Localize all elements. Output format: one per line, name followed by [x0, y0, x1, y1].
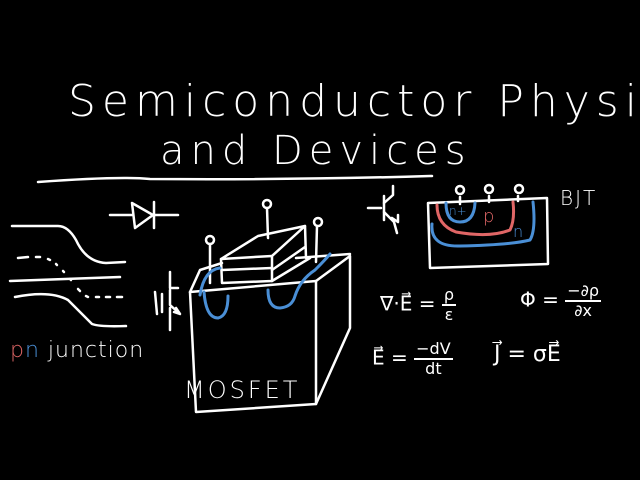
title-underline [36, 174, 434, 184]
diode-icon [108, 200, 180, 230]
bjt-emitter-label: n+ [449, 204, 467, 218]
bjt-label: BJT [560, 186, 598, 210]
phi-lhs: Φ = [520, 287, 559, 312]
title-line-1: Semiconductor Physics [68, 76, 640, 127]
gauss-lhs: ∇·E⃗ = [380, 291, 436, 316]
bjt-p-base [435, 200, 516, 237]
phi-equation: Φ = −∂ρ∂x [520, 281, 602, 320]
p-label: p [10, 338, 25, 363]
mosfet-symbol-icon [153, 270, 182, 332]
pn-junction-label: pn junction [10, 338, 144, 363]
bjt-base-label: p [483, 206, 495, 227]
efield-lhs: E⃗ = [372, 345, 408, 370]
bjt-device [426, 183, 550, 270]
mosfet-label: MOSFET [184, 376, 301, 404]
mosfet-device [188, 198, 352, 414]
bjt-collector-label: n [513, 222, 524, 241]
junction-label: junction [39, 338, 145, 363]
current-density-equation: J⃗ = σE⃗ [494, 342, 561, 367]
pn-band-diagram [8, 224, 128, 328]
phi-fraction: −∂ρ∂x [565, 281, 602, 320]
bjt-n-regions [430, 200, 536, 248]
bjt-symbol-icon [366, 184, 400, 235]
n-label: n [24, 338, 40, 363]
title-line-2: and Devices [160, 128, 472, 174]
mosfet-n-wells [198, 252, 332, 320]
